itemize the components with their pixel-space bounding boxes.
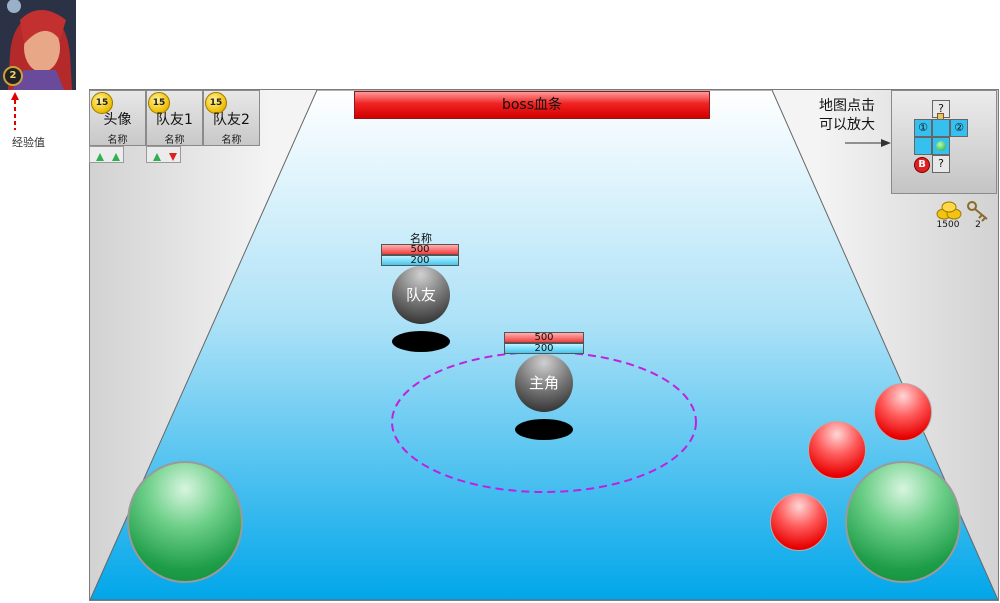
teammate-hp-bar: 500	[381, 244, 459, 255]
skill-button-1[interactable]	[874, 383, 932, 441]
party-level-badge: 15	[91, 92, 113, 114]
teammate-shadow	[392, 331, 450, 352]
key-icon	[967, 201, 988, 222]
party-card-name: 名称	[164, 135, 185, 146]
gold-count: 1500	[936, 220, 960, 230]
buff-debuff-arrow-icons	[153, 153, 177, 161]
xp-label: 经验值	[12, 136, 45, 149]
minimap[interactable]: ? ① ② B ?	[891, 90, 997, 194]
party-level-badge: 15	[148, 92, 170, 114]
party-card-self[interactable]: 15 头像 名称	[89, 90, 146, 146]
skill-button-3[interactable]	[770, 493, 828, 551]
buff-arrow-icons	[96, 153, 120, 161]
status-effects-teammate-1	[146, 146, 181, 163]
skill-button-2[interactable]	[808, 421, 866, 479]
minimap-hint-line1: 地图点击	[819, 98, 875, 114]
attack-button[interactable]	[845, 461, 961, 583]
party-level-badge: 15	[205, 92, 227, 114]
party-card-teammate-1[interactable]: 15 队友1 名称	[146, 90, 203, 146]
xp-pointer-arrow-icon	[11, 92, 19, 130]
minimap-room-1: ①	[914, 119, 932, 137]
key-count: 2	[975, 220, 981, 230]
minimap-room-center	[932, 119, 950, 137]
minimap-hint-arrow-icon	[845, 139, 891, 147]
teammate-mp-bar: 200	[381, 255, 459, 266]
player-character[interactable]: 主角	[515, 354, 573, 412]
boss-room-icon: B	[914, 157, 930, 173]
hero-avatar-image	[0, 0, 76, 90]
party-card-title: 队友2	[213, 112, 250, 128]
minimap-hint-line2: 可以放大	[819, 117, 875, 133]
player-shadow	[515, 419, 573, 440]
party-card-teammate-2[interactable]: 15 队友2 名称	[203, 90, 260, 146]
hero-level-badge: 2	[3, 66, 23, 86]
minimap-hint: 地图点击 可以放大	[811, 97, 883, 135]
player-mp-bar: 200	[504, 343, 584, 354]
party-card-name: 名称	[107, 135, 128, 146]
minimap-room-current	[932, 137, 950, 155]
player-location-icon	[936, 141, 946, 151]
player-hp-bar: 500	[504, 332, 584, 343]
party-card-title: 队友1	[156, 112, 193, 128]
party-card-name: 名称	[221, 135, 242, 146]
minimap-room-unknown: ?	[932, 155, 950, 173]
minimap-room	[914, 137, 932, 155]
status-effects-self	[89, 146, 124, 163]
teammate-character[interactable]: 队友	[392, 266, 450, 324]
hero-portrait[interactable]: 2	[0, 0, 76, 90]
teammate-name-label: 名称	[410, 232, 432, 245]
minimap-room-2: ②	[950, 119, 968, 137]
boss-health-bar: boss血条	[354, 91, 710, 119]
virtual-joystick[interactable]	[127, 461, 243, 583]
party-card-title: 头像	[103, 112, 132, 128]
gold-coins-icon	[936, 201, 962, 220]
